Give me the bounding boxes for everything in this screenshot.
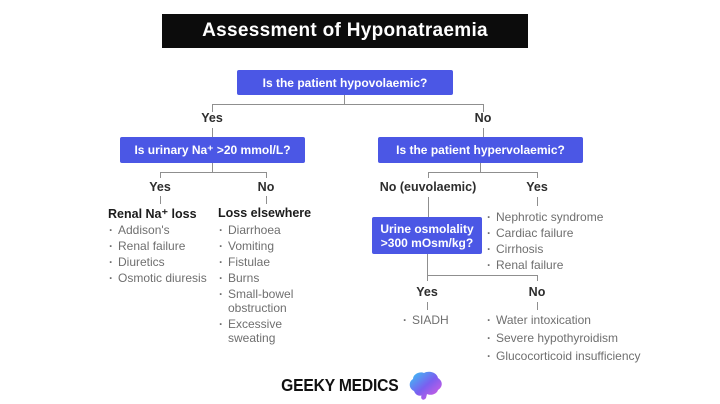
list-item: Water intoxication xyxy=(486,313,666,327)
connector-line xyxy=(480,163,481,172)
connector-line xyxy=(160,172,161,178)
connector-line xyxy=(537,172,538,178)
connector-line xyxy=(160,196,161,204)
footer: GEEKY MEDICS xyxy=(0,369,720,403)
connector-line xyxy=(483,128,484,137)
page-title: Assessment of Hyponatraemia xyxy=(202,20,488,41)
connector-line xyxy=(537,197,538,206)
connector-line xyxy=(212,104,213,112)
connector-line xyxy=(428,197,429,217)
connector-line xyxy=(344,95,345,104)
list-item: Burns xyxy=(218,271,332,285)
branch-label-yes: Yes xyxy=(149,180,171,194)
connector-line xyxy=(427,254,428,275)
connector-line xyxy=(428,172,429,178)
hypervolaemic-question-box: Is the patient hypervolaemic? xyxy=(378,137,583,163)
connector-line xyxy=(427,275,538,276)
list-item: Cardiac failure xyxy=(486,226,626,240)
brand-logo-text: GEEKY MEDICS xyxy=(280,375,399,396)
connector-line xyxy=(160,172,267,173)
hypervolaemic-causes-list: Nephrotic syndromeCardiac failureCirrhos… xyxy=(486,210,626,274)
list-item: Vomiting xyxy=(218,239,332,253)
list-item: Diarrhoea xyxy=(218,223,332,237)
connector-line xyxy=(427,275,428,281)
connector-line xyxy=(266,172,267,178)
connector-line xyxy=(212,128,213,137)
connector-line xyxy=(537,302,538,310)
connector-line xyxy=(537,275,538,281)
urine-osmolality-line1: Urine osmolality xyxy=(380,221,474,236)
branch-label-yes: Yes xyxy=(526,180,548,194)
list-item: Nephrotic syndrome xyxy=(486,210,626,224)
connector-line xyxy=(427,302,428,310)
list-item: Glucocorticoid insufficiency xyxy=(486,349,666,363)
list-item: Osmotic diuresis xyxy=(108,271,212,285)
branch-label-no-euvolaemic: No (euvolaemic) xyxy=(379,180,477,194)
urine-osmolality-line2: >300 mOsm/kg? xyxy=(380,235,474,250)
siadh-list: SIADH xyxy=(402,313,472,329)
branch-label-no: No xyxy=(257,180,275,194)
list-item: Renal failure xyxy=(108,239,212,253)
branch-label-yes: Yes xyxy=(201,111,223,125)
list-item: Diuretics xyxy=(108,255,212,269)
urinary-sodium-question-box: Is urinary Na⁺ >20 mmol/L? xyxy=(120,137,305,163)
connector-line xyxy=(212,163,213,172)
urine-osmolality-question-box: Urine osmolality >300 mOsm/kg? xyxy=(372,217,482,254)
connector-line xyxy=(483,104,484,112)
list-item: Addison's xyxy=(108,223,212,237)
loss-elsewhere-list: DiarrhoeaVomitingFistulaeBurnsSmall-bowe… xyxy=(218,223,332,347)
branch-label-no: No xyxy=(474,111,492,125)
branch-label-yes: Yes xyxy=(416,285,438,299)
renal-na-loss-list: Addison'sRenal failureDiureticsOsmotic d… xyxy=(108,223,212,287)
list-item: Small-bowel obstruction xyxy=(218,287,332,315)
title-banner: Assessment of Hyponatraemia xyxy=(162,14,528,48)
connector-line xyxy=(212,104,484,105)
renal-na-loss-heading: Renal Na⁺ loss xyxy=(108,207,197,221)
connector-line xyxy=(266,196,267,204)
list-item: Excessive sweating xyxy=(218,317,332,345)
list-item: Renal failure xyxy=(486,258,626,272)
brain-icon xyxy=(410,371,443,400)
list-item: Severe hypothyroidism xyxy=(486,331,666,345)
loss-elsewhere-heading: Loss elsewhere xyxy=(218,206,312,220)
list-item: SIADH xyxy=(402,313,472,327)
list-item: Fistulae xyxy=(218,255,332,269)
branch-label-no: No xyxy=(528,285,546,299)
connector-line xyxy=(428,172,538,173)
list-item: Cirrhosis xyxy=(486,242,626,256)
euvolaemic-low-osm-list: Water intoxicationSevere hypothyroidismG… xyxy=(486,313,666,367)
root-question-box: Is the patient hypovolaemic? xyxy=(237,70,453,95)
